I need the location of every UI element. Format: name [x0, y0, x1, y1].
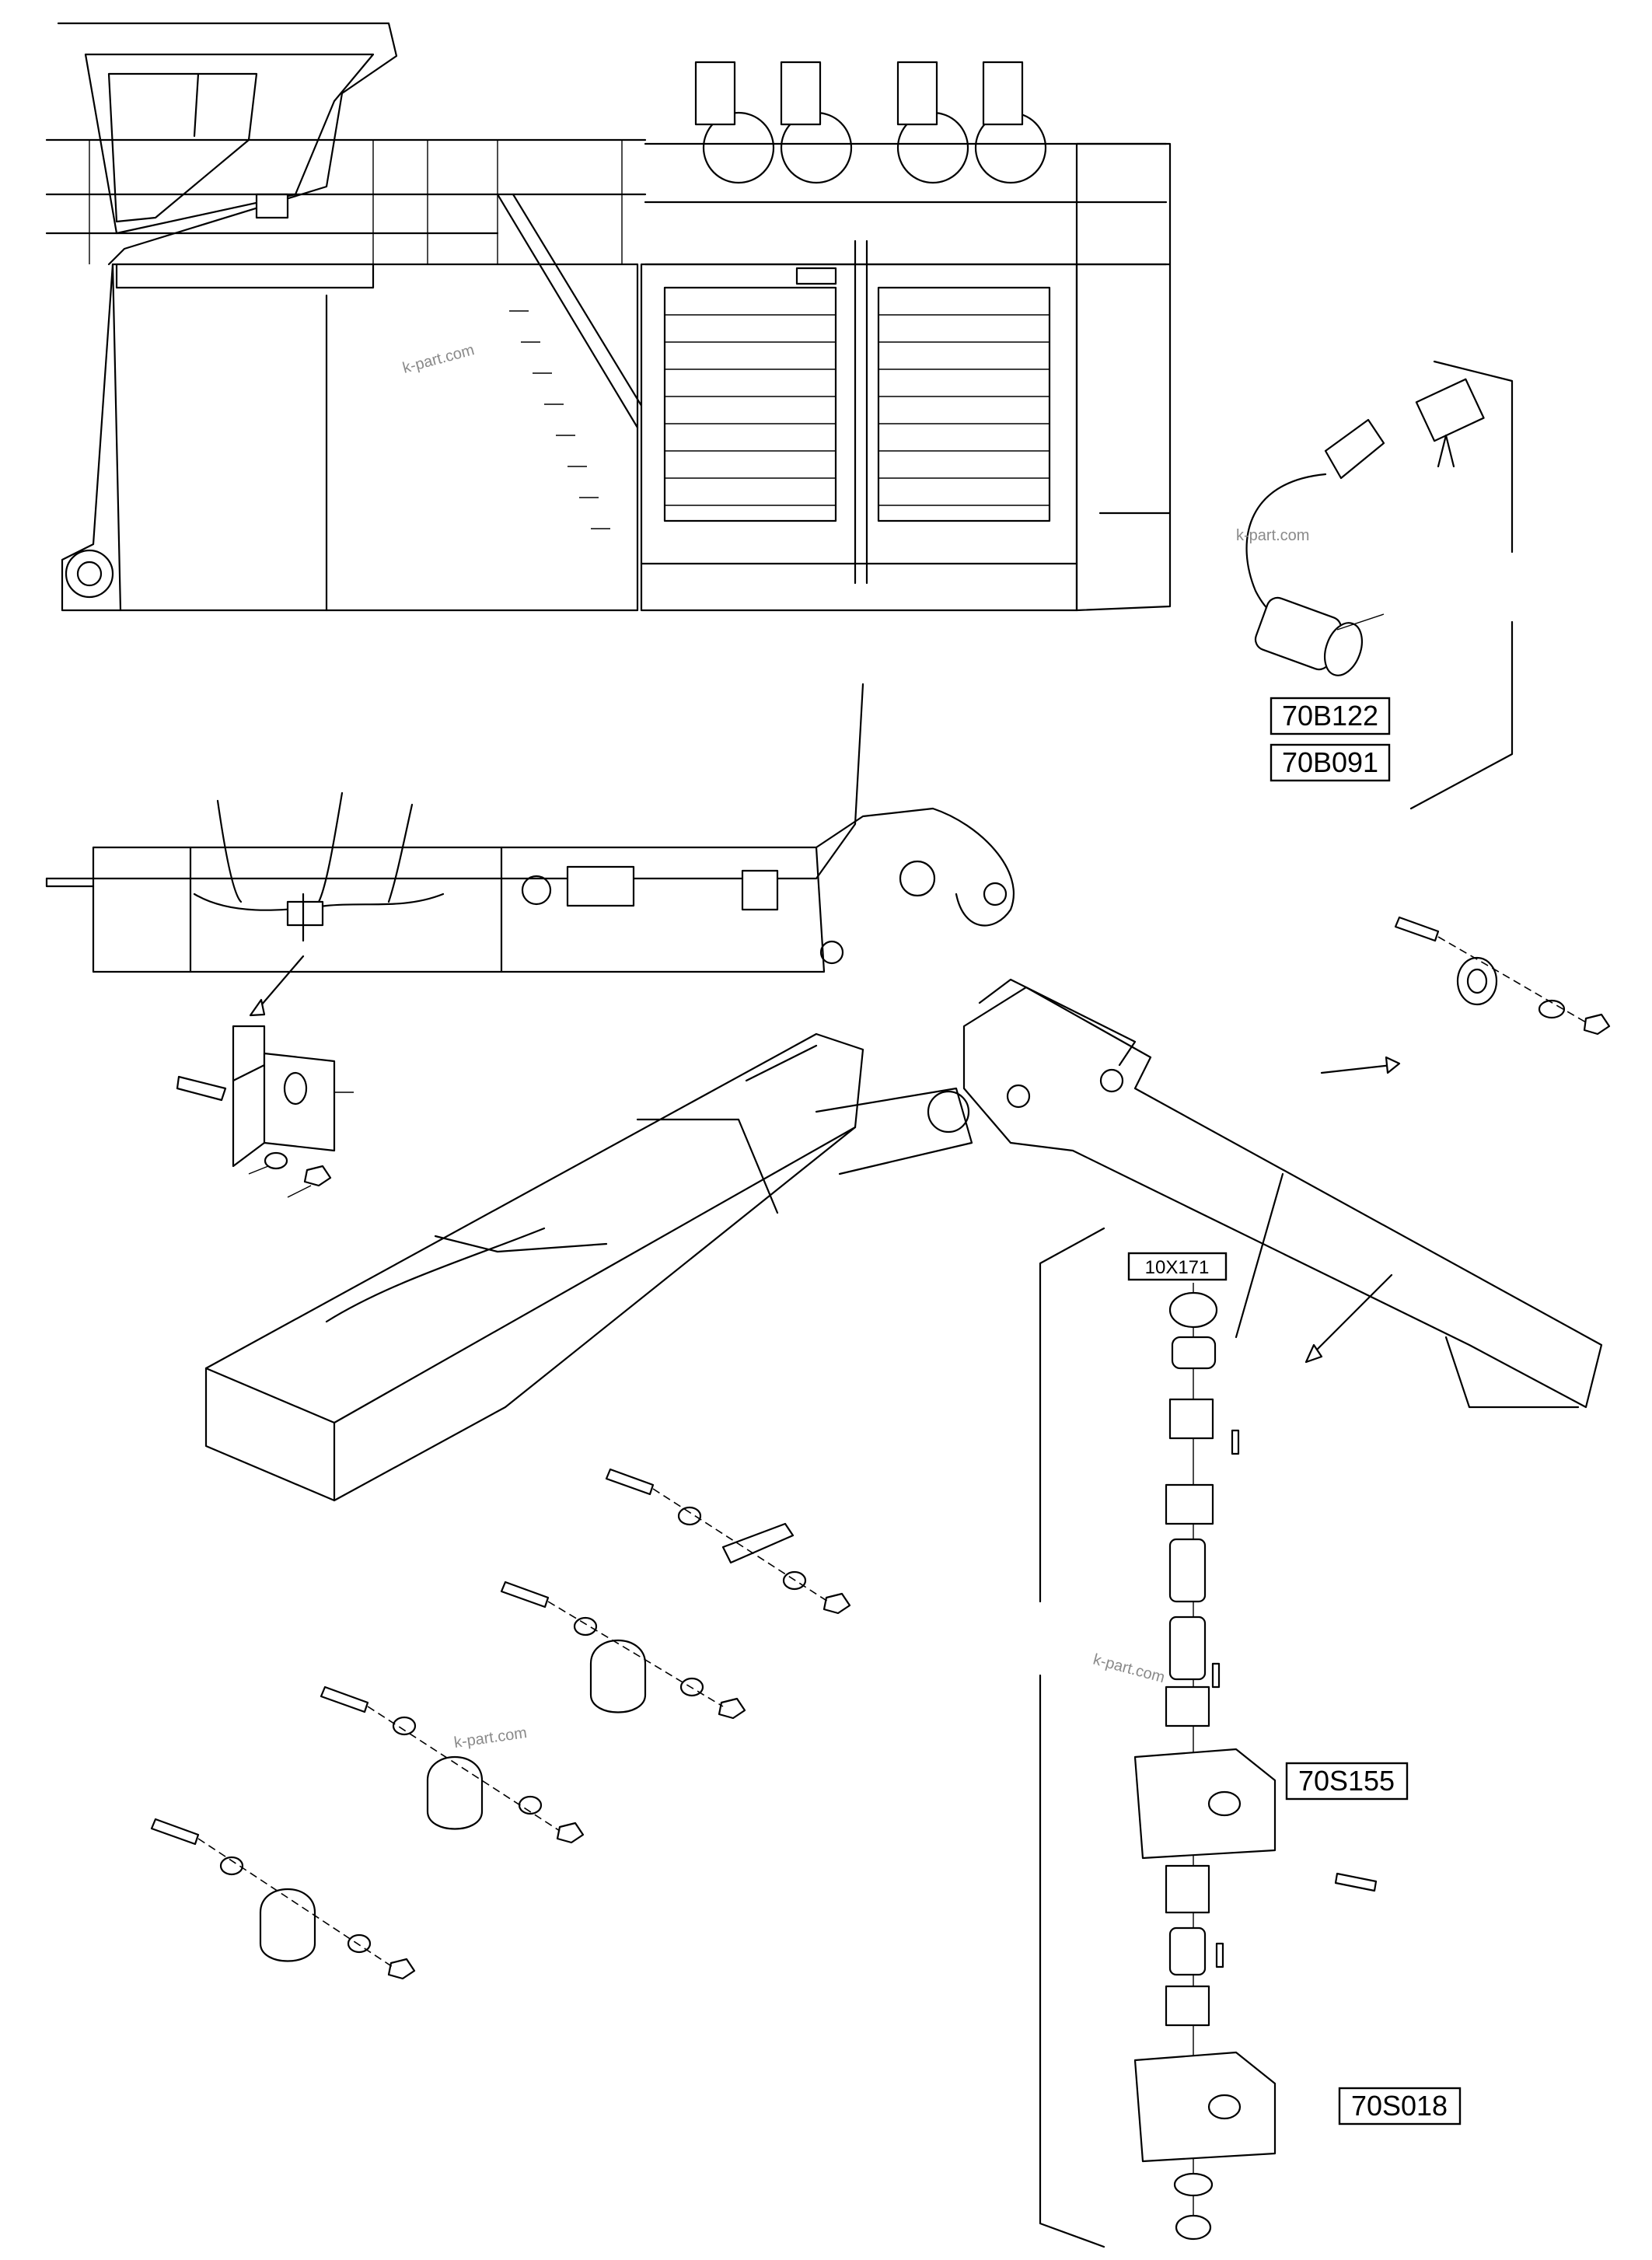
clip-hardware-top — [1394, 916, 1611, 1036]
label-70B091-text: 70B091 — [1282, 746, 1378, 778]
label-70S155: 70S155 — [1285, 1762, 1409, 1801]
label-70B091: 70B091 — [1270, 743, 1391, 782]
watermark-text-3: k-part.com — [453, 1724, 529, 1752]
switch-exploded-assembly — [1039, 1227, 1378, 2248]
label-10X171: 10X171 — [1127, 1252, 1228, 1281]
label-10X171-text: 10X171 — [1145, 1257, 1210, 1278]
machine-side-view — [45, 22, 1172, 612]
label-70B122: 70B122 — [1270, 697, 1391, 735]
boom-3d — [204, 1032, 973, 1502]
watermark-text-4: k-part.com — [1091, 1651, 1167, 1687]
label-70S155-text: 70S155 — [1298, 1765, 1395, 1797]
boom-walkway — [962, 978, 1603, 1409]
watermark-text-1: k-part.com — [401, 341, 477, 377]
watermark-text-2: k-part.com — [1236, 527, 1309, 544]
proximity-sensor-group — [1245, 360, 1514, 810]
boom-side-view — [45, 683, 1015, 1017]
fastener-stacks — [150, 1468, 851, 1980]
bracket-detail — [176, 1025, 354, 1198]
label-70S018: 70S018 — [1338, 2087, 1462, 2126]
label-70S018-text: 70S018 — [1351, 2090, 1448, 2122]
label-70B122-text: 70B122 — [1282, 700, 1378, 732]
